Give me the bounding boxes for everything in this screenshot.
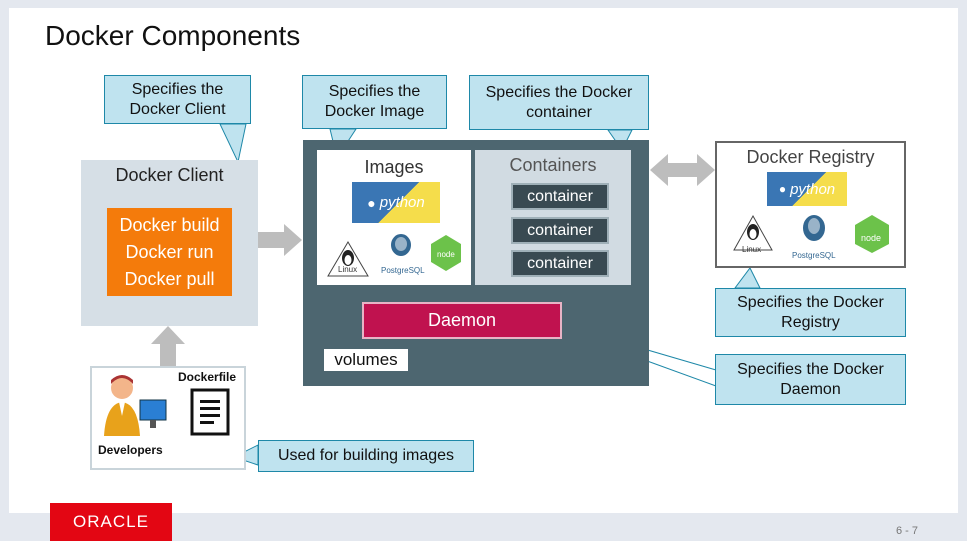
python-snake-icon: ●	[778, 182, 787, 196]
registry-node-icon	[855, 215, 889, 253]
dockerfile-document-icon	[190, 388, 230, 436]
python-logo-text: python	[790, 180, 836, 198]
container-item: container	[511, 217, 609, 244]
registry-linux-label: Linux	[742, 245, 762, 254]
python-logo-text: python	[379, 194, 425, 211]
client-commands-box: Docker build Docker run Docker pull	[107, 208, 232, 296]
container-item: container	[511, 250, 609, 277]
postgres-elephant-icon	[389, 232, 413, 258]
containers-label: Containers	[509, 155, 597, 175]
callout-docker-image: Specifies the Docker Image	[302, 75, 447, 129]
volumes-box: volumes	[324, 349, 408, 371]
linux-label: Linux	[338, 265, 358, 274]
container-item: container	[511, 183, 609, 210]
command-run: Docker run	[125, 241, 214, 262]
linux-icon	[327, 241, 369, 277]
docker-registry-label: Docker Registry	[746, 147, 875, 167]
client-to-host-arrow	[258, 224, 302, 256]
node-label: node	[437, 250, 455, 259]
node-hexagon-icon	[431, 235, 461, 271]
command-build: Docker build	[119, 214, 220, 235]
callout-docker-container: Specifies the Docker container	[469, 75, 649, 130]
oracle-logo: ORACLE	[50, 503, 172, 541]
page-title: Docker Components	[45, 20, 301, 51]
registry-node-label: node	[861, 233, 882, 243]
command-pull: Docker pull	[124, 268, 215, 289]
callout-docker-client: Specifies the Docker Client	[104, 75, 251, 124]
callout-dockerfile: Used for building images	[258, 440, 474, 472]
python-logo: ● python	[352, 182, 440, 223]
dev-to-client-arrow	[151, 326, 185, 366]
callout-docker-daemon: Specifies the Docker Daemon	[715, 354, 906, 405]
docker-client-label: Docker Client	[115, 165, 224, 185]
registry-python-logo: ● python	[767, 172, 847, 206]
client-callout-pointer	[219, 123, 247, 164]
images-label: Images	[364, 157, 424, 177]
registry-callout-pointer	[734, 267, 761, 289]
dockerfile-label: Dockerfile	[178, 370, 237, 384]
host-registry-arrow	[650, 154, 715, 186]
postgres-label: PostgreSQL	[381, 266, 425, 275]
registry-postgres-icon	[801, 213, 827, 243]
developer-person-icon	[104, 375, 167, 436]
developers-label: Developers	[98, 443, 163, 457]
page-number: 6 - 7	[896, 525, 919, 537]
daemon-box: Daemon	[362, 302, 562, 339]
registry-postgres-label: PostgreSQL	[792, 251, 836, 260]
callout-docker-registry: Specifies the Docker Registry	[715, 288, 906, 337]
python-snake-icon: ●	[367, 194, 376, 211]
registry-linux-icon	[733, 214, 773, 251]
